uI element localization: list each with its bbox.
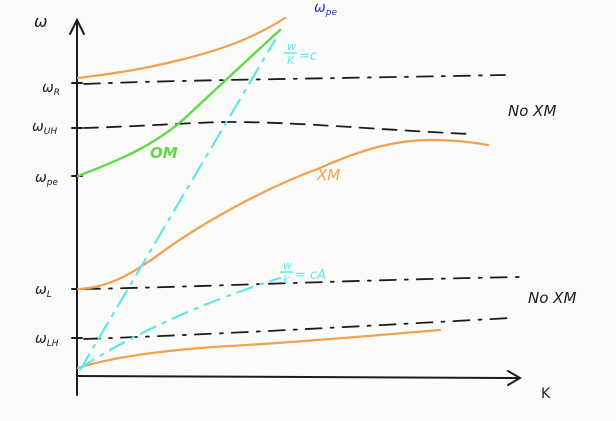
x-mode-branches: [76, 16, 490, 370]
x-axis-arrow: [507, 370, 522, 386]
no-xm-lower-label: No XM: [528, 289, 576, 307]
light-line-label-rhs: =c: [299, 49, 317, 64]
tick-omega-uh: ωUH: [32, 119, 57, 137]
alfven-label-k: k: [283, 273, 290, 286]
top-omega-pe-label: ωpe: [314, 0, 337, 18]
no-xm-upper-label: No XM: [508, 102, 556, 120]
omega-uh-dashed-line: [83, 121, 471, 135]
light-line-label: w K =c: [284, 40, 317, 67]
middle-x-mode-curve: [76, 138, 490, 291]
y-tick-labels: ωR ωUH ωpe ωL ωLH: [32, 80, 60, 349]
alfven-line: [78, 276, 282, 370]
x-axis-label: K: [541, 386, 551, 402]
x-axis: [76, 375, 519, 379]
axes: [69, 17, 522, 396]
o-mode-curve: [76, 28, 282, 178]
asymptote-lines: [78, 38, 282, 372]
alfven-label-w: w: [283, 259, 292, 272]
xm-label: XM: [316, 166, 340, 184]
alfven-line-label: w k = cA: [280, 259, 326, 286]
tick-omega-r: ωR: [42, 80, 60, 98]
om-label: OM: [150, 144, 178, 162]
omega-lh-dashed-line: [83, 317, 511, 340]
omega-r-dashed-line: [83, 74, 506, 85]
light-line-label-k: K: [287, 54, 295, 67]
resonance-lines: [83, 74, 521, 340]
lower-x-mode-curve: [76, 328, 442, 370]
upper-x-mode-curve: [76, 16, 287, 80]
tick-omega-l: ωL: [35, 282, 52, 300]
y-axis-arrow: [69, 17, 85, 35]
y-axis-label: ω: [34, 12, 47, 31]
tick-omega-lh: ωLH: [35, 331, 59, 349]
light-line-label-w: w: [287, 40, 296, 53]
tick-omega-pe: ωpe: [35, 170, 58, 188]
alfven-label-rhs: = cA: [295, 268, 326, 283]
light-line: [78, 38, 277, 372]
omega-l-dashed-line: [83, 276, 521, 290]
